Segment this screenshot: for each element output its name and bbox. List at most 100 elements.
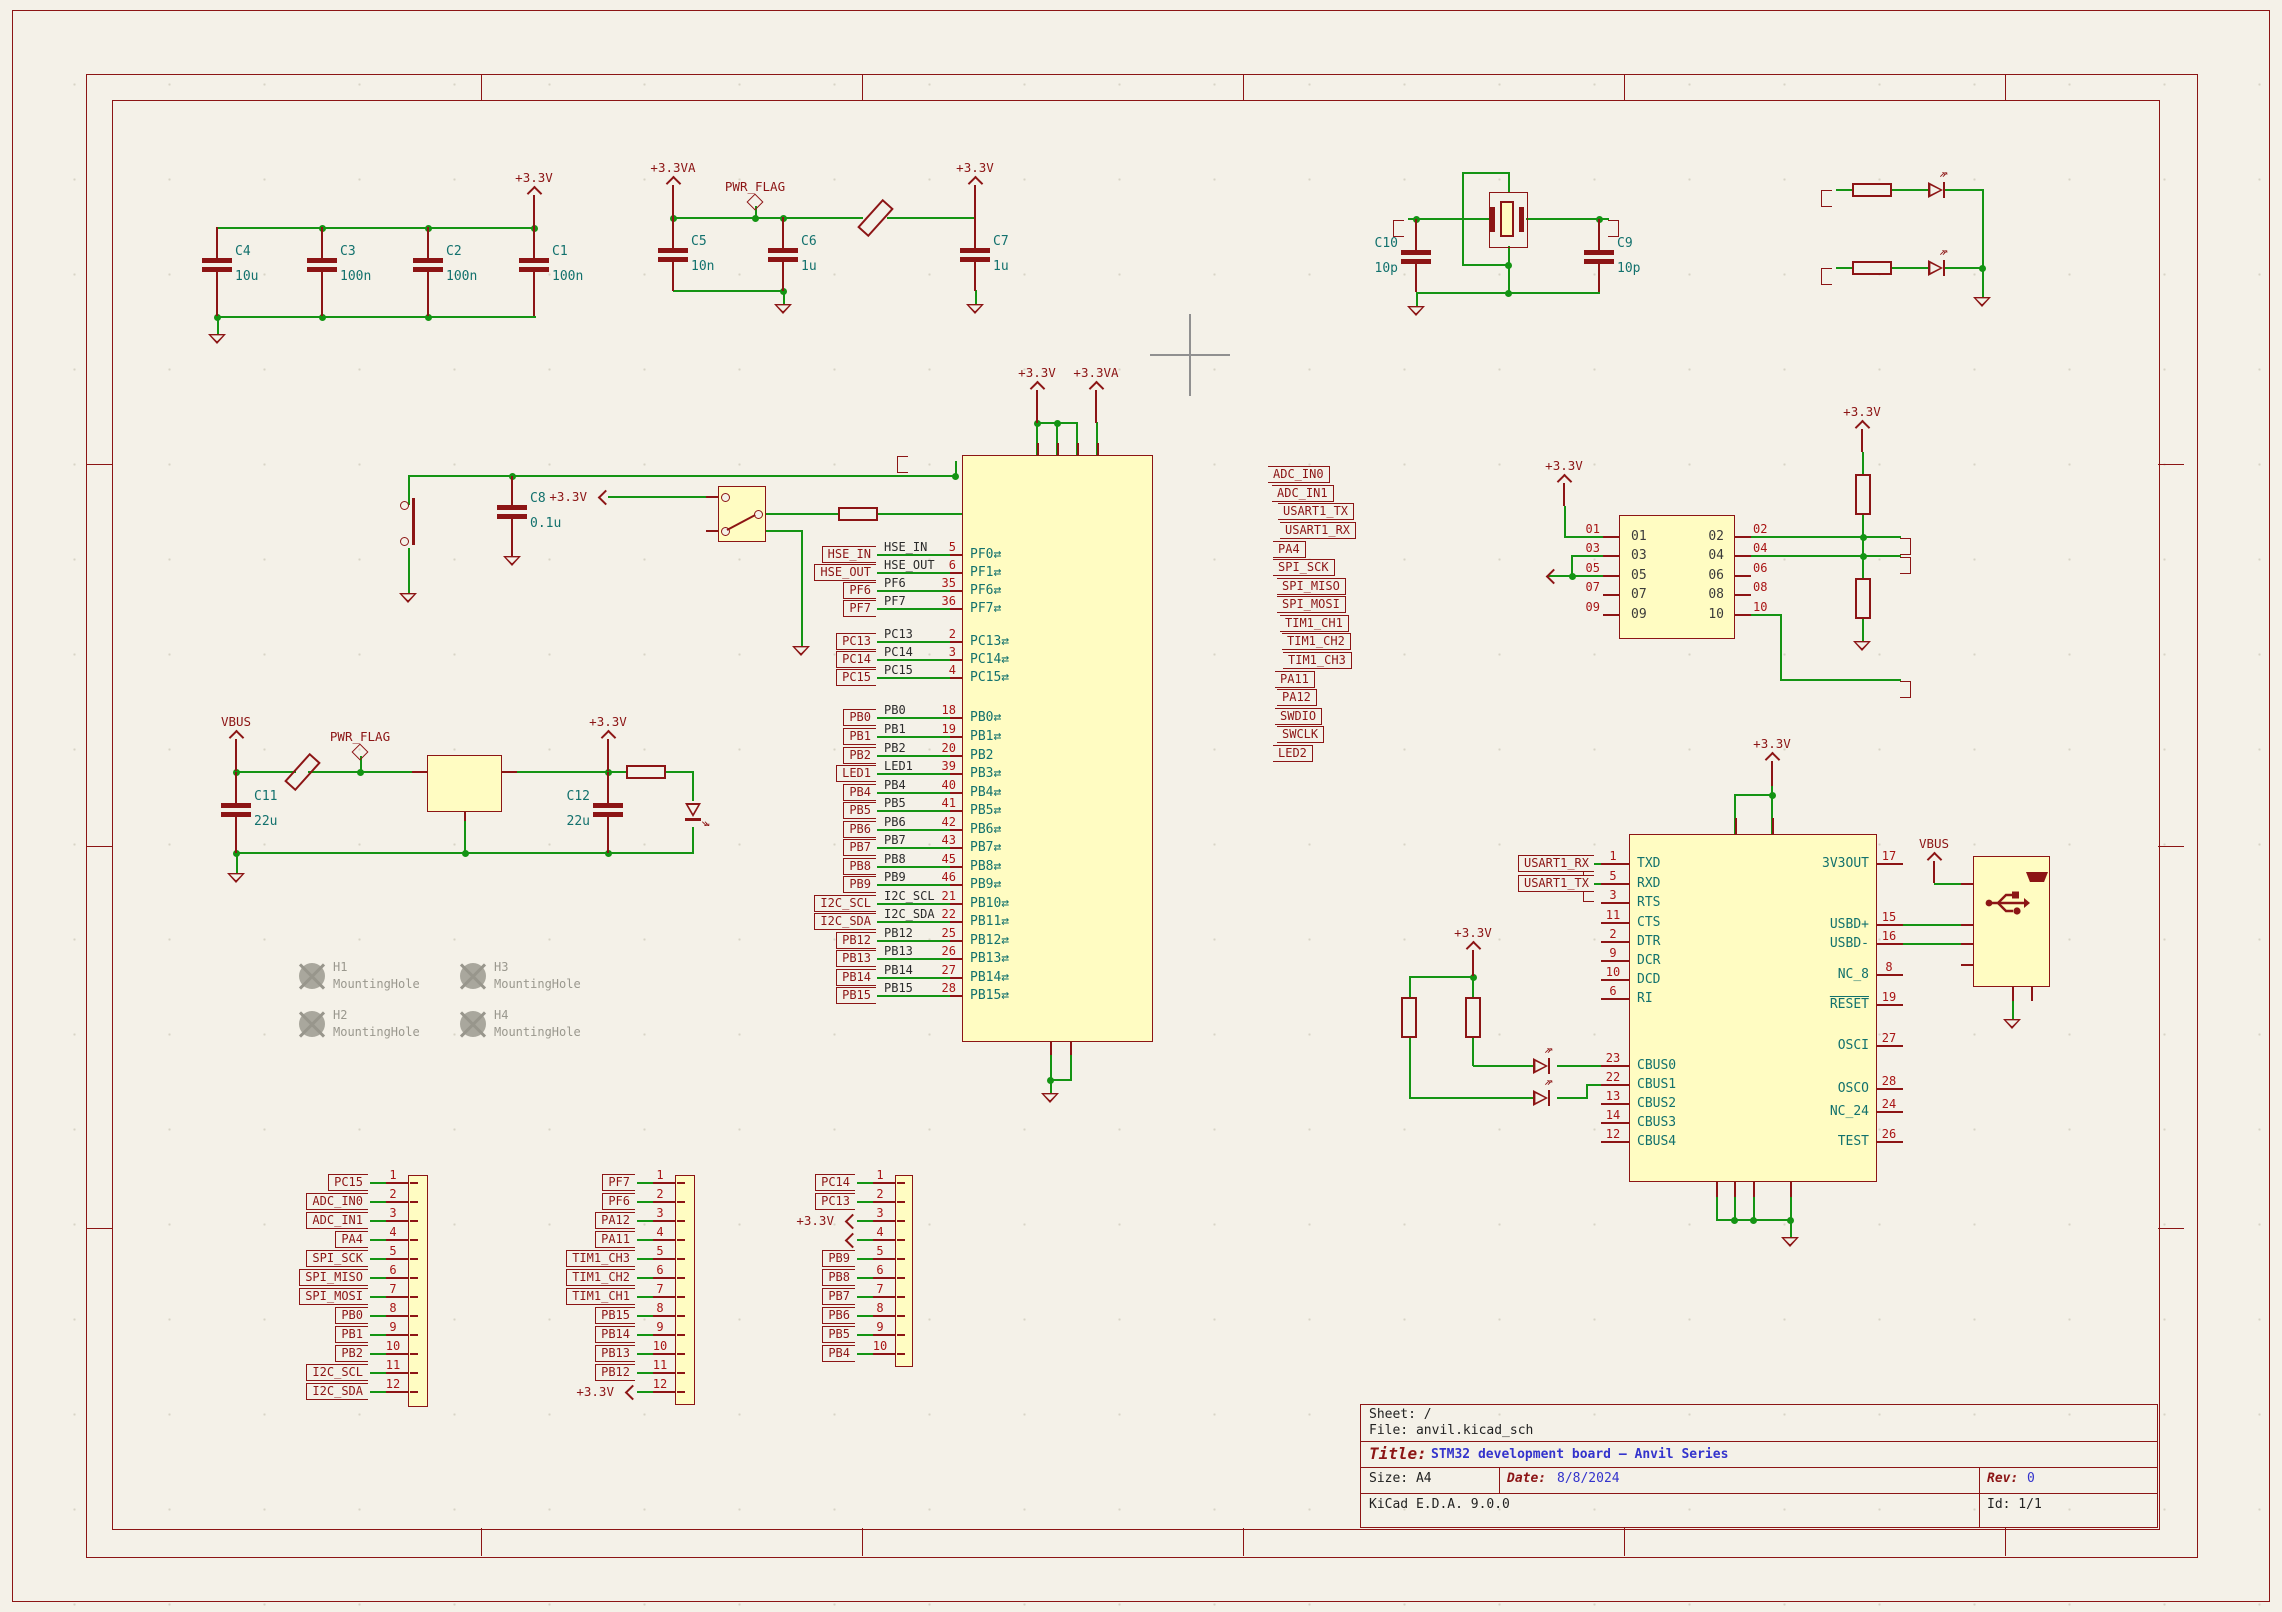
wire[interactable] xyxy=(887,217,976,219)
wire[interactable] xyxy=(1472,976,1474,998)
net-label[interactable]: PC14 xyxy=(836,651,876,668)
ground-symbol[interactable] xyxy=(399,593,417,603)
wire[interactable] xyxy=(1462,172,1464,266)
wire[interactable] xyxy=(1716,1196,1718,1221)
wire[interactable] xyxy=(1096,422,1098,456)
net-label[interactable] xyxy=(1393,220,1404,237)
wire[interactable] xyxy=(1862,514,1864,537)
net-label[interactable] xyxy=(1821,190,1832,207)
net-label[interactable]: I2C_SCL xyxy=(306,1364,368,1381)
wire[interactable] xyxy=(673,290,785,292)
wire[interactable] xyxy=(692,771,694,801)
net-label[interactable]: SWDIO xyxy=(1275,708,1323,725)
net-label[interactable]: ADC_IN1 xyxy=(1272,485,1334,502)
net-label[interactable]: PB9 xyxy=(822,1250,855,1267)
wire[interactable] xyxy=(217,316,219,334)
net-label[interactable]: PC13 xyxy=(836,633,876,650)
wire[interactable] xyxy=(308,771,428,773)
wire[interactable] xyxy=(692,827,694,853)
y1-crystal[interactable] xyxy=(1489,192,1528,248)
wire[interactable] xyxy=(1862,555,1864,579)
j4-header-body[interactable] xyxy=(408,1175,428,1407)
net-label[interactable]: PB8 xyxy=(822,1269,855,1286)
wire[interactable] xyxy=(1416,292,1418,306)
u1-stm32-body[interactable] xyxy=(962,455,1153,1042)
net-label[interactable]: LED1 xyxy=(836,765,876,782)
wire[interactable] xyxy=(1036,422,1038,456)
wire[interactable] xyxy=(1780,679,1901,681)
wire[interactable] xyxy=(801,530,803,646)
net-label[interactable]: PA11 xyxy=(595,1231,635,1248)
ground-symbol[interactable] xyxy=(1041,1093,1059,1103)
u2-ft232rl-body[interactable] xyxy=(1629,834,1877,1182)
ground-symbol[interactable] xyxy=(503,556,521,566)
net-label[interactable]: PB1 xyxy=(335,1326,368,1343)
net-label[interactable]: PB14 xyxy=(595,1326,635,1343)
ground-symbol[interactable] xyxy=(966,304,984,314)
net-label[interactable]: USART1_RX xyxy=(1280,522,1357,539)
net-label[interactable]: PA11 xyxy=(1275,671,1315,688)
wire[interactable] xyxy=(217,316,536,318)
ground-symbol[interactable] xyxy=(2003,1019,2021,1029)
wire[interactable] xyxy=(1944,267,1984,269)
wire[interactable] xyxy=(1771,786,1773,835)
j2-header-body[interactable] xyxy=(675,1175,695,1405)
net-label[interactable]: SPI_SCK xyxy=(1273,559,1335,576)
wire[interactable] xyxy=(217,227,536,229)
wire[interactable] xyxy=(2012,1000,2014,1019)
wire[interactable] xyxy=(766,513,839,515)
wire[interactable] xyxy=(975,290,977,304)
wire[interactable] xyxy=(1508,172,1510,193)
wire[interactable] xyxy=(1472,1033,1474,1066)
net-label[interactable]: PB12 xyxy=(836,932,876,949)
wire[interactable] xyxy=(1557,1097,1588,1099)
resistor[interactable] xyxy=(1465,997,1481,1038)
net-label[interactable]: SPI_MOSI xyxy=(1277,596,1346,613)
net-label[interactable]: PB13 xyxy=(836,950,876,967)
sw3-contact[interactable] xyxy=(400,537,409,546)
wire[interactable] xyxy=(1862,616,1864,641)
net-label[interactable]: I2C_SDA xyxy=(306,1383,368,1400)
wire[interactable] xyxy=(1884,189,1929,191)
ground-symbol[interactable] xyxy=(1407,306,1425,316)
wire[interactable] xyxy=(1070,1054,1072,1081)
resistor[interactable] xyxy=(626,765,666,779)
net-label[interactable]: PB4 xyxy=(822,1345,855,1362)
net-label[interactable]: PB5 xyxy=(843,802,876,819)
wire[interactable] xyxy=(1564,536,1604,538)
wire[interactable] xyxy=(673,217,863,219)
ground-symbol[interactable] xyxy=(227,873,245,883)
wire[interactable] xyxy=(464,820,466,853)
wire[interactable] xyxy=(955,461,957,476)
wire[interactable] xyxy=(1564,506,1566,537)
wire[interactable] xyxy=(1050,1079,1052,1093)
wire[interactable] xyxy=(1862,536,1864,557)
net-label[interactable]: PA12 xyxy=(595,1212,635,1229)
net-label[interactable]: PB13 xyxy=(595,1345,635,1362)
wire[interactable] xyxy=(1790,1219,1792,1237)
net-label[interactable]: ADC_IN0 xyxy=(1268,466,1330,483)
net-label[interactable]: PA4 xyxy=(1273,541,1306,558)
net-label[interactable]: PB0 xyxy=(335,1307,368,1324)
wire[interactable] xyxy=(1903,924,1974,926)
u3-regulator-body[interactable] xyxy=(427,755,502,812)
net-label[interactable]: I2C_SDA xyxy=(814,913,876,930)
net-label[interactable]: LED2 xyxy=(1273,745,1313,762)
led-diode[interactable]: ↗↗ xyxy=(1928,167,1948,198)
ground-symbol[interactable] xyxy=(1973,297,1991,307)
net-label[interactable]: PA12 xyxy=(1277,689,1317,706)
net-label[interactable]: PB4 xyxy=(843,784,876,801)
net-label[interactable] xyxy=(1900,681,1911,698)
net-label[interactable]: ADC_IN1 xyxy=(306,1212,368,1229)
net-label[interactable]: USART1_TX xyxy=(1278,503,1355,520)
wire[interactable] xyxy=(1934,883,1962,885)
net-label[interactable]: SPI_MISO xyxy=(1277,578,1346,595)
sw3-contact[interactable] xyxy=(400,501,409,510)
net-label[interactable]: PC13 xyxy=(815,1193,855,1210)
wire[interactable] xyxy=(877,513,963,515)
net-label[interactable]: PB7 xyxy=(843,839,876,856)
wire[interactable] xyxy=(360,756,362,772)
wire[interactable] xyxy=(1462,172,1509,174)
ground-symbol[interactable] xyxy=(208,334,226,344)
wire[interactable] xyxy=(1548,575,1604,577)
